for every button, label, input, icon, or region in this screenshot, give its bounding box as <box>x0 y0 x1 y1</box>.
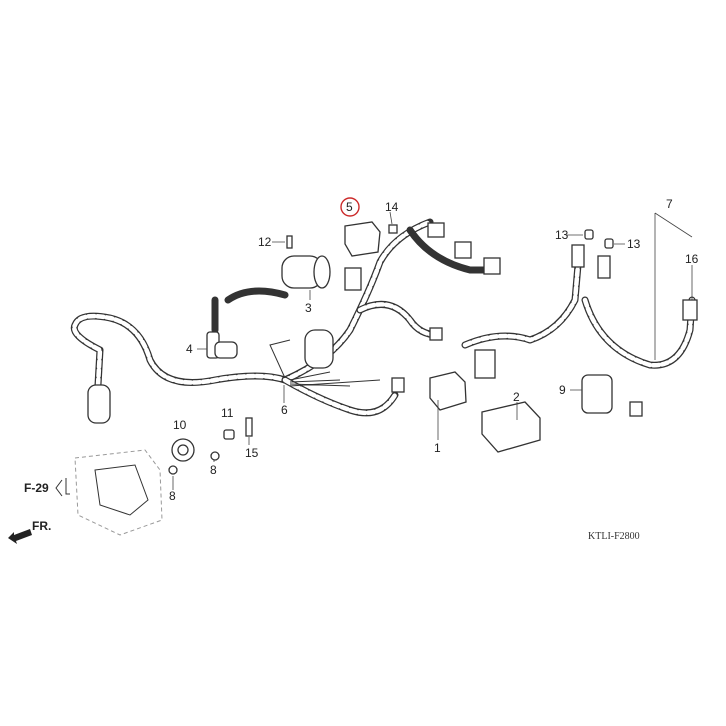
reference-bracket <box>55 478 70 497</box>
main-wire-harness <box>70 218 696 417</box>
callout-10: 10 <box>173 418 187 432</box>
part-13-nut <box>604 238 614 249</box>
part-10-horn <box>171 438 195 462</box>
terminal-cover <box>597 255 611 279</box>
part-3-ignition-coil <box>281 255 331 289</box>
part-8-washer <box>210 451 220 461</box>
connector <box>483 257 501 275</box>
reference-figure-label: F-29 <box>24 481 49 495</box>
callout-11: 11 <box>221 406 234 420</box>
callout-3: 3 <box>305 301 312 315</box>
callout-13: 13 <box>555 228 569 242</box>
callout-8: 8 <box>210 463 217 477</box>
part-8-washer <box>168 465 178 475</box>
drawing-code: KTLI-F2800 <box>588 531 640 542</box>
part-1-cdi-unit <box>429 371 467 411</box>
connector <box>427 222 445 238</box>
connector <box>474 349 496 379</box>
callout-1: 1 <box>434 441 441 455</box>
callout-6: 6 <box>281 403 288 417</box>
callout-12: 12 <box>258 235 272 249</box>
part-5-relay <box>344 221 381 257</box>
part-12-bolt <box>286 235 293 249</box>
callout-16: 16 <box>685 252 699 266</box>
connector <box>344 267 362 291</box>
condenser <box>304 329 334 369</box>
part-9-starter-relay <box>581 374 643 417</box>
part-13-nut <box>584 229 594 240</box>
callout-4: 4 <box>186 342 193 356</box>
part-4-spark-plug-cap <box>206 331 238 359</box>
frame-bracket-reference <box>74 449 163 536</box>
terminal-cover <box>571 244 585 268</box>
callout-13: 13 <box>627 237 641 251</box>
part-2-regulator <box>481 401 541 453</box>
bracket <box>94 464 149 516</box>
part-16-fuse-holder <box>682 299 698 321</box>
callout-2: 2 <box>513 390 520 404</box>
highlight-circle <box>340 197 360 217</box>
part-14-bolt <box>388 224 398 234</box>
connector <box>454 241 472 259</box>
callout-5: 5 <box>346 200 353 214</box>
part-11-grommet <box>223 429 235 440</box>
callout-9: 9 <box>559 383 566 397</box>
callout-7: 7 <box>666 197 673 211</box>
connector <box>391 377 405 393</box>
front-direction-label: FR. <box>32 519 51 533</box>
front-arrow-icon <box>8 529 32 544</box>
callout-14: 14 <box>385 200 399 214</box>
callout-15: 15 <box>245 446 259 460</box>
rubber-boot <box>87 384 111 424</box>
leader-lines <box>172 211 693 490</box>
callout-8: 8 <box>169 489 176 503</box>
part-15-bolt <box>245 417 253 437</box>
connector <box>429 327 443 341</box>
